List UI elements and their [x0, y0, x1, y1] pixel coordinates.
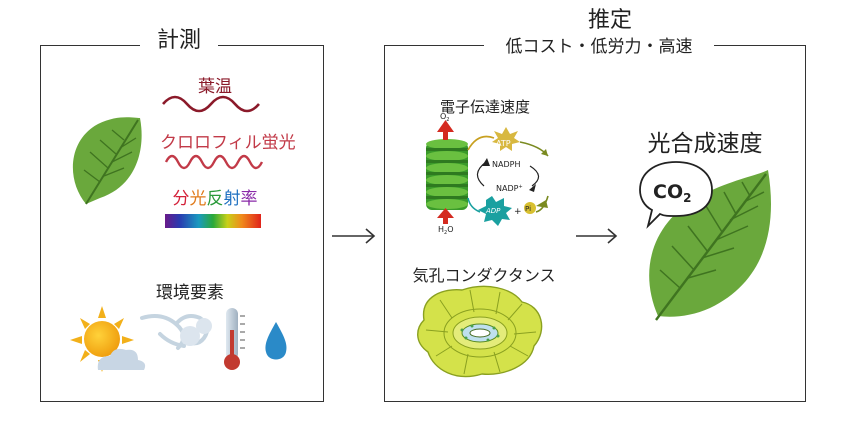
measure-title: 計測 — [140, 28, 218, 54]
estimate-title: 推定 — [587, 8, 632, 33]
atp-star-icon — [492, 127, 520, 151]
leaf-temperature-label: 葉温 — [198, 77, 232, 97]
arrowhead-icon — [536, 200, 548, 208]
stomata-icon — [417, 285, 543, 378]
spect-char: 分 — [172, 189, 190, 209]
estimate-subtitle: 低コスト・低労力・高速 — [484, 36, 714, 58]
thylakoid-stack-icon — [426, 139, 468, 210]
co2-bubble-icon — [639, 161, 713, 229]
arrowhead-icon — [529, 184, 536, 192]
spect-char: 光 — [189, 189, 207, 209]
arrowhead-icon — [482, 158, 490, 166]
spectral-reflectance-label: 分光反射率 — [160, 184, 270, 209]
adp-label: ADP — [485, 207, 501, 215]
small-leaf-icon — [72, 117, 142, 205]
arrowhead-icon — [541, 149, 548, 156]
h2o-label: H2O — [438, 225, 454, 236]
spect-char: 反 — [206, 189, 224, 209]
wind-icon — [140, 314, 212, 350]
plus-label: + — [514, 207, 522, 217]
sun-cloud-icon — [70, 306, 146, 372]
nadp-label: NADP+ — [496, 184, 523, 193]
fluorescence-wave-icon — [164, 154, 264, 170]
photosynthesis-rate-label: 光合成速度 — [647, 131, 763, 157]
nadph-label: NADPH — [492, 160, 520, 169]
spect-char: 率 — [240, 189, 258, 209]
h2o-arrow-icon — [437, 208, 454, 224]
chlorophyll-fluorescence-label: クロロフィル蛍光 — [160, 133, 296, 153]
environment-factors-label: 環境要素 — [156, 283, 224, 303]
arrow-right-icon — [332, 228, 376, 244]
co2-label: CO2 — [653, 181, 691, 205]
water-drop-icon — [265, 322, 287, 360]
spect-char: 射 — [223, 189, 241, 209]
leaf-temperature-wave-icon — [162, 95, 260, 113]
pi-label: Pi — [525, 205, 531, 213]
adp-burst-icon — [478, 196, 512, 226]
large-leaf-icon — [649, 170, 771, 321]
thermometer-icon — [224, 308, 245, 370]
o2-arrow-icon — [437, 120, 454, 140]
arrow-right-icon — [576, 228, 618, 244]
stomatal-conductance-label: 気孔コンダクタンス — [412, 266, 556, 285]
atp-cycle-arc-icon — [467, 135, 495, 151]
adp-cycle-arc-icon — [467, 197, 481, 213]
atp-label: ATP — [496, 139, 511, 148]
spectrum-bar-icon — [165, 214, 261, 228]
o2-label: O2 — [440, 112, 449, 123]
electron-transport-label: 電子伝達速度 — [439, 98, 530, 116]
pi-circle-icon — [524, 202, 536, 214]
